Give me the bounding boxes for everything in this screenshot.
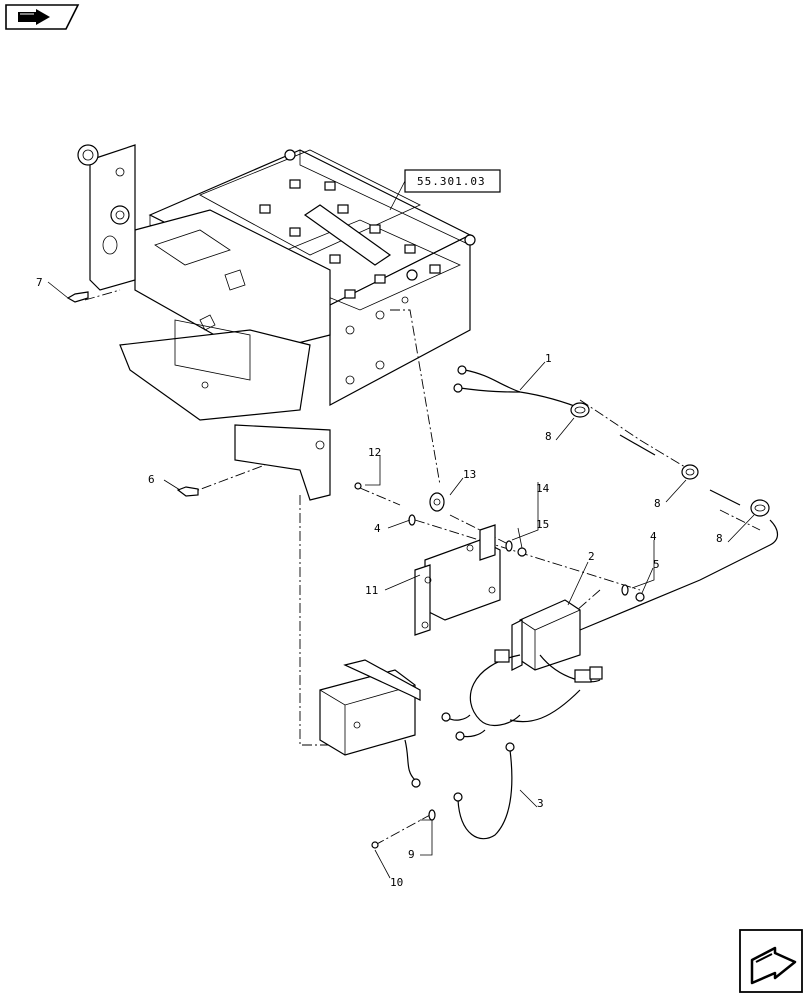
- book-arrow-icon[interactable]: [5, 4, 80, 30]
- battery-cover: [119, 209, 331, 501]
- callout-12[interactable]: 12: [368, 446, 381, 459]
- clamp-8c: [750, 499, 770, 517]
- callout-9[interactable]: 9: [408, 848, 415, 861]
- callout-6[interactable]: 6: [148, 473, 155, 486]
- callouts: 1 8 8 8 2 3 4 4 5 6 7 9 10 11 12 13 14 1…: [36, 276, 723, 889]
- alarm-unit: [319, 659, 421, 788]
- reference-label: 55.301.03: [417, 175, 486, 188]
- mounting-bracket-11: [414, 524, 501, 636]
- callout-leaders: [47, 281, 755, 879]
- callout-3[interactable]: 3: [537, 797, 544, 810]
- callout-7[interactable]: 7: [36, 276, 43, 289]
- callout-2[interactable]: 2: [588, 550, 595, 563]
- callout-8a[interactable]: 8: [545, 430, 552, 443]
- callout-13[interactable]: 13: [463, 468, 476, 481]
- screw-10: [371, 841, 379, 849]
- nut-5: [635, 592, 645, 602]
- wire-harness-2: [441, 519, 779, 741]
- callout-11[interactable]: 11: [365, 584, 378, 597]
- grommet-13: [429, 492, 445, 512]
- cable-1: [453, 365, 741, 506]
- ground-cable-3: [453, 742, 515, 840]
- callout-4a[interactable]: 4: [374, 522, 381, 535]
- next-page-arrow-icon[interactable]: [739, 929, 803, 993]
- callout-14[interactable]: 14: [536, 482, 550, 495]
- callout-8c[interactable]: 8: [716, 532, 723, 545]
- callout-10[interactable]: 10: [390, 876, 403, 889]
- clamp-8b: [681, 464, 699, 480]
- nut-15: [517, 547, 527, 557]
- bolt-7: [66, 291, 89, 303]
- bolt-6: [176, 486, 199, 497]
- callout-4b[interactable]: 4: [650, 530, 657, 543]
- module-2: [511, 599, 581, 671]
- screw-12: [354, 482, 362, 490]
- washer-4b: [621, 584, 629, 596]
- reference-box[interactable]: 55.301.03: [389, 169, 501, 211]
- disconnect-switch-bracket: [77, 144, 136, 291]
- callout-15[interactable]: 15: [536, 518, 549, 531]
- washer-14: [505, 540, 513, 552]
- callout-1[interactable]: 1: [545, 352, 552, 365]
- callout-5[interactable]: 5: [653, 558, 660, 571]
- clamp-8a: [570, 402, 590, 418]
- washer-9: [428, 809, 436, 821]
- callout-8b[interactable]: 8: [654, 497, 661, 510]
